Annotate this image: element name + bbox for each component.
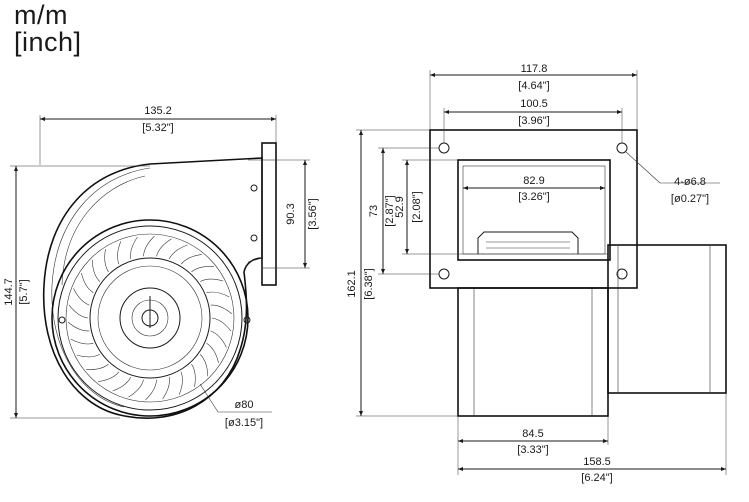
impeller-blade bbox=[211, 317, 232, 332]
motor-outline bbox=[51, 219, 249, 417]
dim-flange-mm: 90.3 bbox=[285, 203, 297, 224]
front-view: 117.8 [4.64"] 100.5 [3.96"] 82.9 [3.26"]… bbox=[346, 63, 727, 484]
impeller-blade bbox=[128, 379, 144, 398]
impeller-blade bbox=[168, 244, 188, 260]
impeller-blade bbox=[76, 354, 100, 358]
dim-motor-dia-in: [ø3.15"] bbox=[225, 417, 263, 429]
impeller-blade bbox=[117, 241, 122, 265]
dim-outer-w-in: [4.64"] bbox=[518, 80, 549, 92]
impeller-blade bbox=[143, 235, 155, 257]
impeller-blade bbox=[67, 321, 90, 332]
impeller-blade bbox=[86, 363, 109, 370]
dim-total-w-in: [6.24"] bbox=[581, 472, 612, 484]
motor-body bbox=[607, 244, 727, 394]
impeller-blade bbox=[112, 376, 132, 392]
impeller-blade bbox=[191, 363, 196, 387]
impeller-blade bbox=[206, 342, 219, 363]
impeller-blade bbox=[191, 266, 214, 273]
impeller-blade bbox=[68, 304, 89, 319]
mount-hole-bl bbox=[438, 268, 450, 280]
dim-hole-pitch-w-mm: 100.5 bbox=[520, 98, 548, 110]
impeller-blade bbox=[156, 238, 172, 257]
dim-outer-w-mm: 117.8 bbox=[521, 63, 548, 75]
impeller-blade bbox=[180, 254, 202, 265]
dim-motor-dia-mm: ø80 bbox=[235, 399, 254, 411]
dim-holes-in: [ø0.27"] bbox=[671, 193, 709, 205]
impeller-blade bbox=[200, 278, 224, 282]
impeller-blade bbox=[206, 291, 230, 298]
impeller-blade bbox=[210, 304, 233, 315]
mounting-flange bbox=[429, 129, 638, 289]
dim-opening-h-mm: 52.9 bbox=[394, 196, 406, 217]
dim-total-h-mm: 162.1 bbox=[346, 270, 358, 298]
dim-opening-w-mm: 82.9 bbox=[523, 175, 544, 187]
dim-height-mm: 144.7 bbox=[3, 278, 15, 306]
impeller-blade bbox=[178, 371, 183, 395]
unit-legend: m/m [inch] bbox=[14, 2, 82, 56]
mount-hole-br bbox=[616, 268, 628, 280]
dim-opening-w-in: [3.26"] bbox=[518, 191, 549, 203]
impeller-blades bbox=[67, 235, 233, 401]
impeller-blade bbox=[91, 259, 101, 282]
impeller-blade bbox=[162, 376, 170, 400]
dim-flange-in: [3.56"] bbox=[307, 198, 319, 229]
dim-hole-pitch-h-in: [2.87"] bbox=[384, 195, 396, 226]
unit-inch: [inch] bbox=[14, 27, 82, 57]
housing-body bbox=[457, 287, 609, 417]
dim-total-h-in: [6.38"] bbox=[363, 268, 375, 299]
impeller-blade bbox=[104, 249, 109, 273]
dim-opening-h-in: [2.08"] bbox=[411, 191, 423, 222]
side-view: 135.2 [5.32"] 144.7 [5.7"] 90.3 [3.56"] … bbox=[3, 105, 319, 429]
dim-height-in: [5.7"] bbox=[18, 279, 30, 304]
impeller-blade bbox=[98, 371, 120, 382]
unit-mm: m/m bbox=[14, 0, 68, 30]
scroll-housing bbox=[42, 157, 263, 419]
dim-body-w-mm: 84.5 bbox=[522, 428, 543, 440]
impeller-blade bbox=[73, 288, 90, 306]
outlet-flange bbox=[261, 142, 277, 286]
dim-hole-pitch-w-in: [3.96"] bbox=[518, 115, 549, 127]
impeller-blade bbox=[210, 330, 227, 348]
mount-hole-tr bbox=[616, 142, 628, 154]
impeller-blade bbox=[199, 354, 209, 377]
impeller-blade bbox=[145, 379, 157, 401]
dim-hole-pitch-h-mm: 73 bbox=[368, 205, 380, 217]
impeller-blade bbox=[130, 236, 138, 260]
mount-hole-tl bbox=[438, 142, 450, 154]
impeller-blade bbox=[70, 338, 94, 345]
dim-width-mm: 135.2 bbox=[144, 105, 172, 117]
dim-total-w-mm: 158.5 bbox=[583, 456, 611, 468]
dim-body-w-in: [3.33"] bbox=[517, 444, 548, 456]
outlet-opening bbox=[457, 159, 611, 261]
dim-holes-mm: 4-ø6.8 bbox=[674, 176, 706, 188]
impeller-blade bbox=[81, 273, 94, 294]
dim-width-in: [5.32"] bbox=[142, 122, 173, 134]
